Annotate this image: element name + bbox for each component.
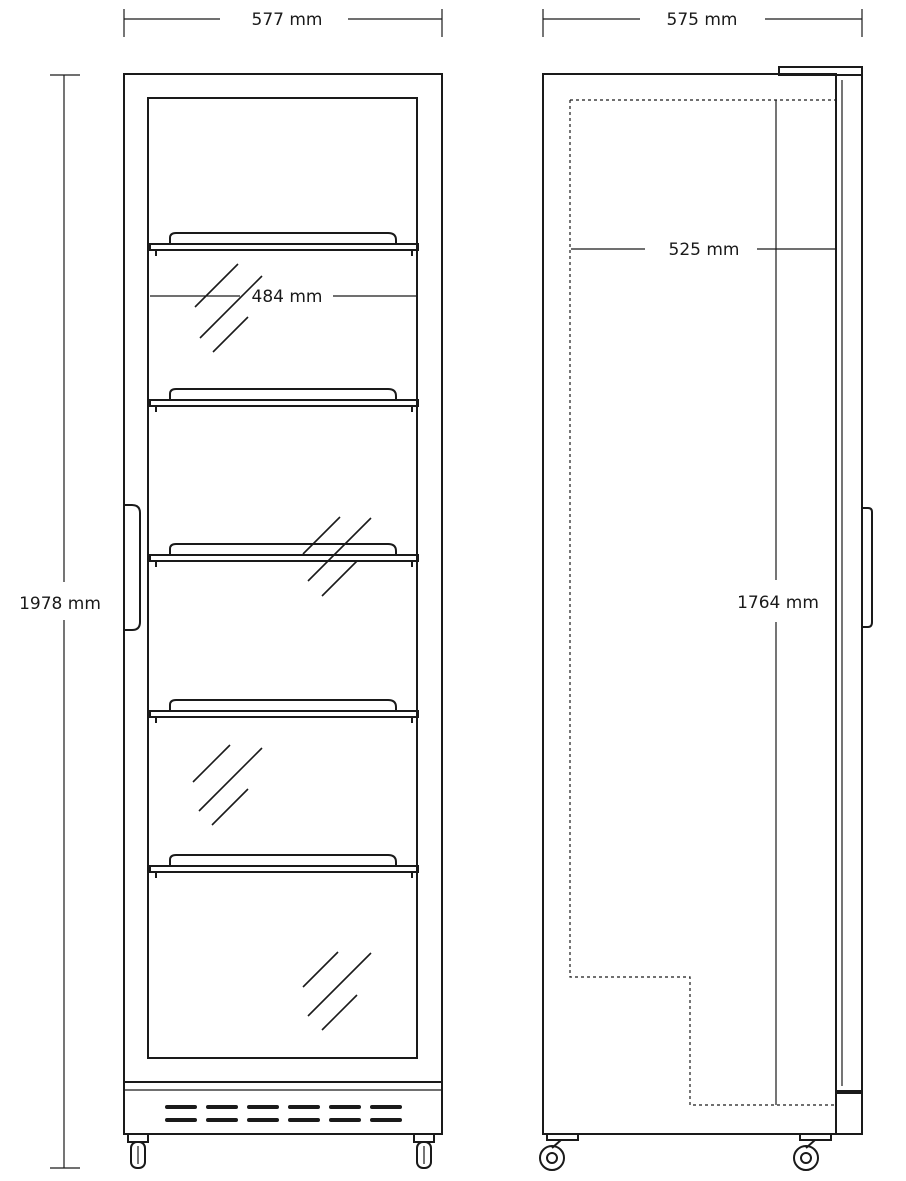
shelf <box>149 854 419 878</box>
side-view: 575 mm 525 mm 1764 mm <box>539 9 873 1171</box>
glass-door-pane <box>147 97 418 1059</box>
shelf-width-label: 484 mm <box>252 287 323 307</box>
caster-wheel-icon <box>539 1134 579 1171</box>
inner-depth-label: 525 mm <box>669 240 740 260</box>
shelf <box>149 232 419 256</box>
glass-glare-icon <box>192 744 263 826</box>
caster-wheel-icon <box>127 1133 149 1169</box>
top-hinge <box>778 66 863 76</box>
shelf <box>149 543 419 567</box>
inner-height-dimension: 1764 mm <box>737 100 819 1105</box>
side-door-profile <box>835 74 863 1092</box>
cabinet-outline <box>123 73 443 1135</box>
shelf <box>149 699 419 723</box>
side-depth-dimension: 575 mm <box>542 9 863 37</box>
front-width-label: 577 mm <box>252 10 323 30</box>
front-width-dimension: 577 mm <box>123 9 443 37</box>
front-view: 577 mm 1978 mm 484 mm <box>19 9 443 1169</box>
inner-depth-dimension: 525 mm <box>571 240 836 260</box>
front-height-label: 1978 mm <box>19 594 101 614</box>
glass-glare-icon <box>194 263 263 353</box>
door-handle-icon <box>862 507 873 628</box>
caster-wheel-icon <box>793 1134 832 1171</box>
shelf-width-dimension: 484 mm <box>150 287 417 307</box>
inner-compartment-outline <box>569 99 836 1106</box>
shelf <box>149 388 419 412</box>
shelves <box>149 232 419 878</box>
vent-grille-icon <box>165 1105 402 1122</box>
caster-wheel-icon <box>413 1133 435 1169</box>
side-depth-label: 575 mm <box>667 10 738 30</box>
side-base-panel <box>835 1092 863 1135</box>
glass-glare-icon <box>302 951 372 1031</box>
inner-height-label: 1764 mm <box>737 593 819 613</box>
front-height-dimension: 1978 mm <box>19 74 101 1169</box>
glass-glare-icon <box>302 516 372 597</box>
door-handle-icon <box>124 504 141 631</box>
